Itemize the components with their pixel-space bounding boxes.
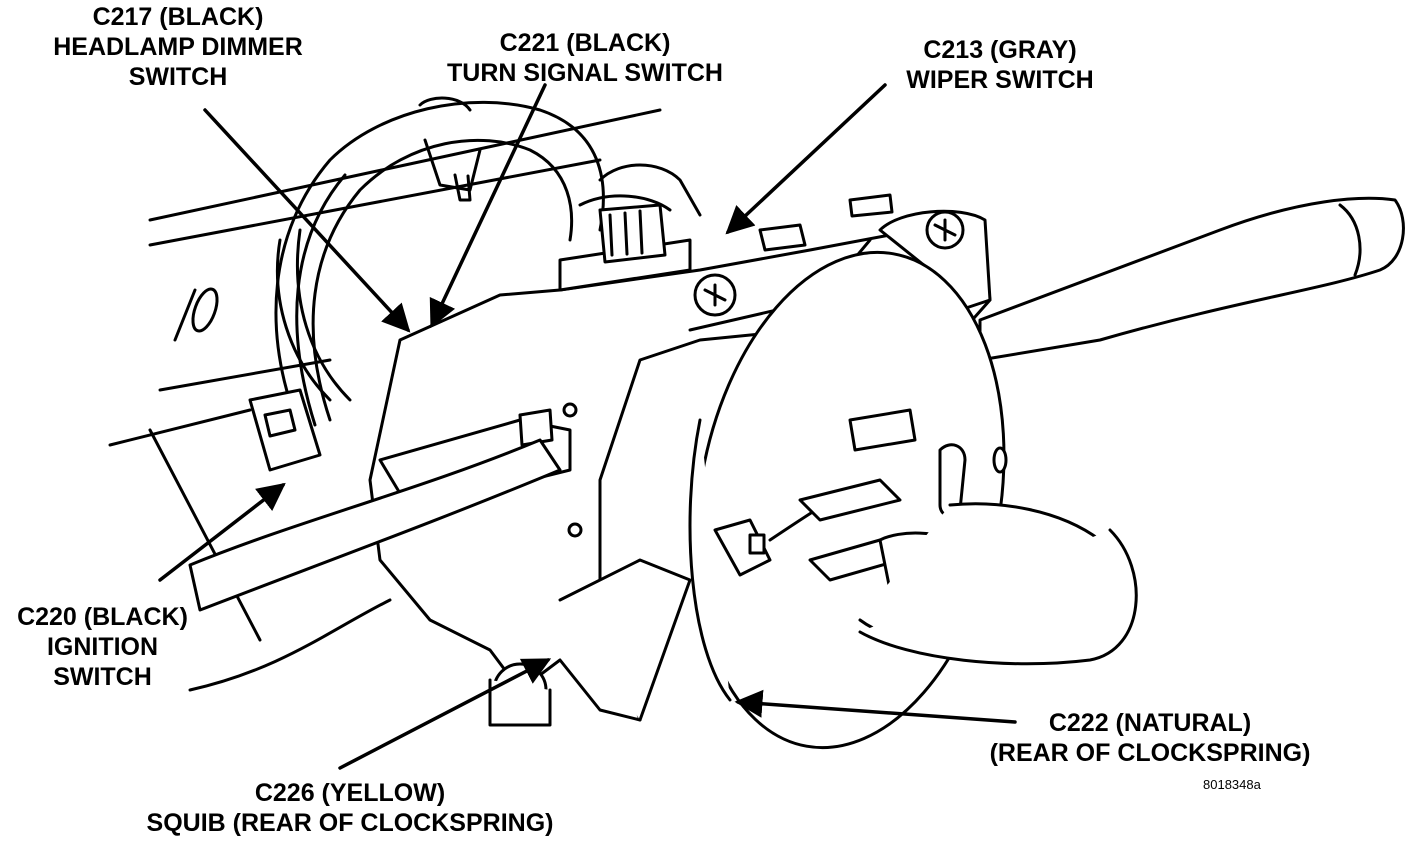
switch-housing: [248, 193, 992, 727]
wiring-harness: [274, 96, 702, 432]
label-c220: C220 (BLACK) IGNITION SWITCH: [17, 603, 188, 691]
label-c213: C213 (GRAY) WIPER SWITCH: [906, 36, 1094, 94]
clockspring-connectors: [713, 408, 1138, 666]
multifunction-stalk: [978, 196, 1405, 362]
figure-id: 8018348a: [1203, 777, 1261, 792]
label-c222: C222 (NATURAL) (REAR OF CLOCKSPRING): [989, 709, 1311, 767]
arrow-c217: [203, 108, 411, 333]
arrow-c222: [734, 689, 1017, 724]
label-c217: C217 (BLACK) HEADLAMP DIMMER SWITCH: [53, 3, 303, 91]
arrow-c221: [429, 83, 547, 329]
arrow-c213: [725, 83, 887, 235]
label-c221: C221 (BLACK) TURN SIGNAL SWITCH: [447, 29, 723, 87]
leader-arrows: [158, 83, 1017, 770]
label-c226: C226 (YELLOW) SQUIB (REAR OF CLOCKSPRING…: [146, 779, 554, 837]
arrow-c220: [158, 482, 286, 582]
arrow-c226: [338, 658, 552, 770]
ignition-lock-tube: [188, 438, 562, 692]
